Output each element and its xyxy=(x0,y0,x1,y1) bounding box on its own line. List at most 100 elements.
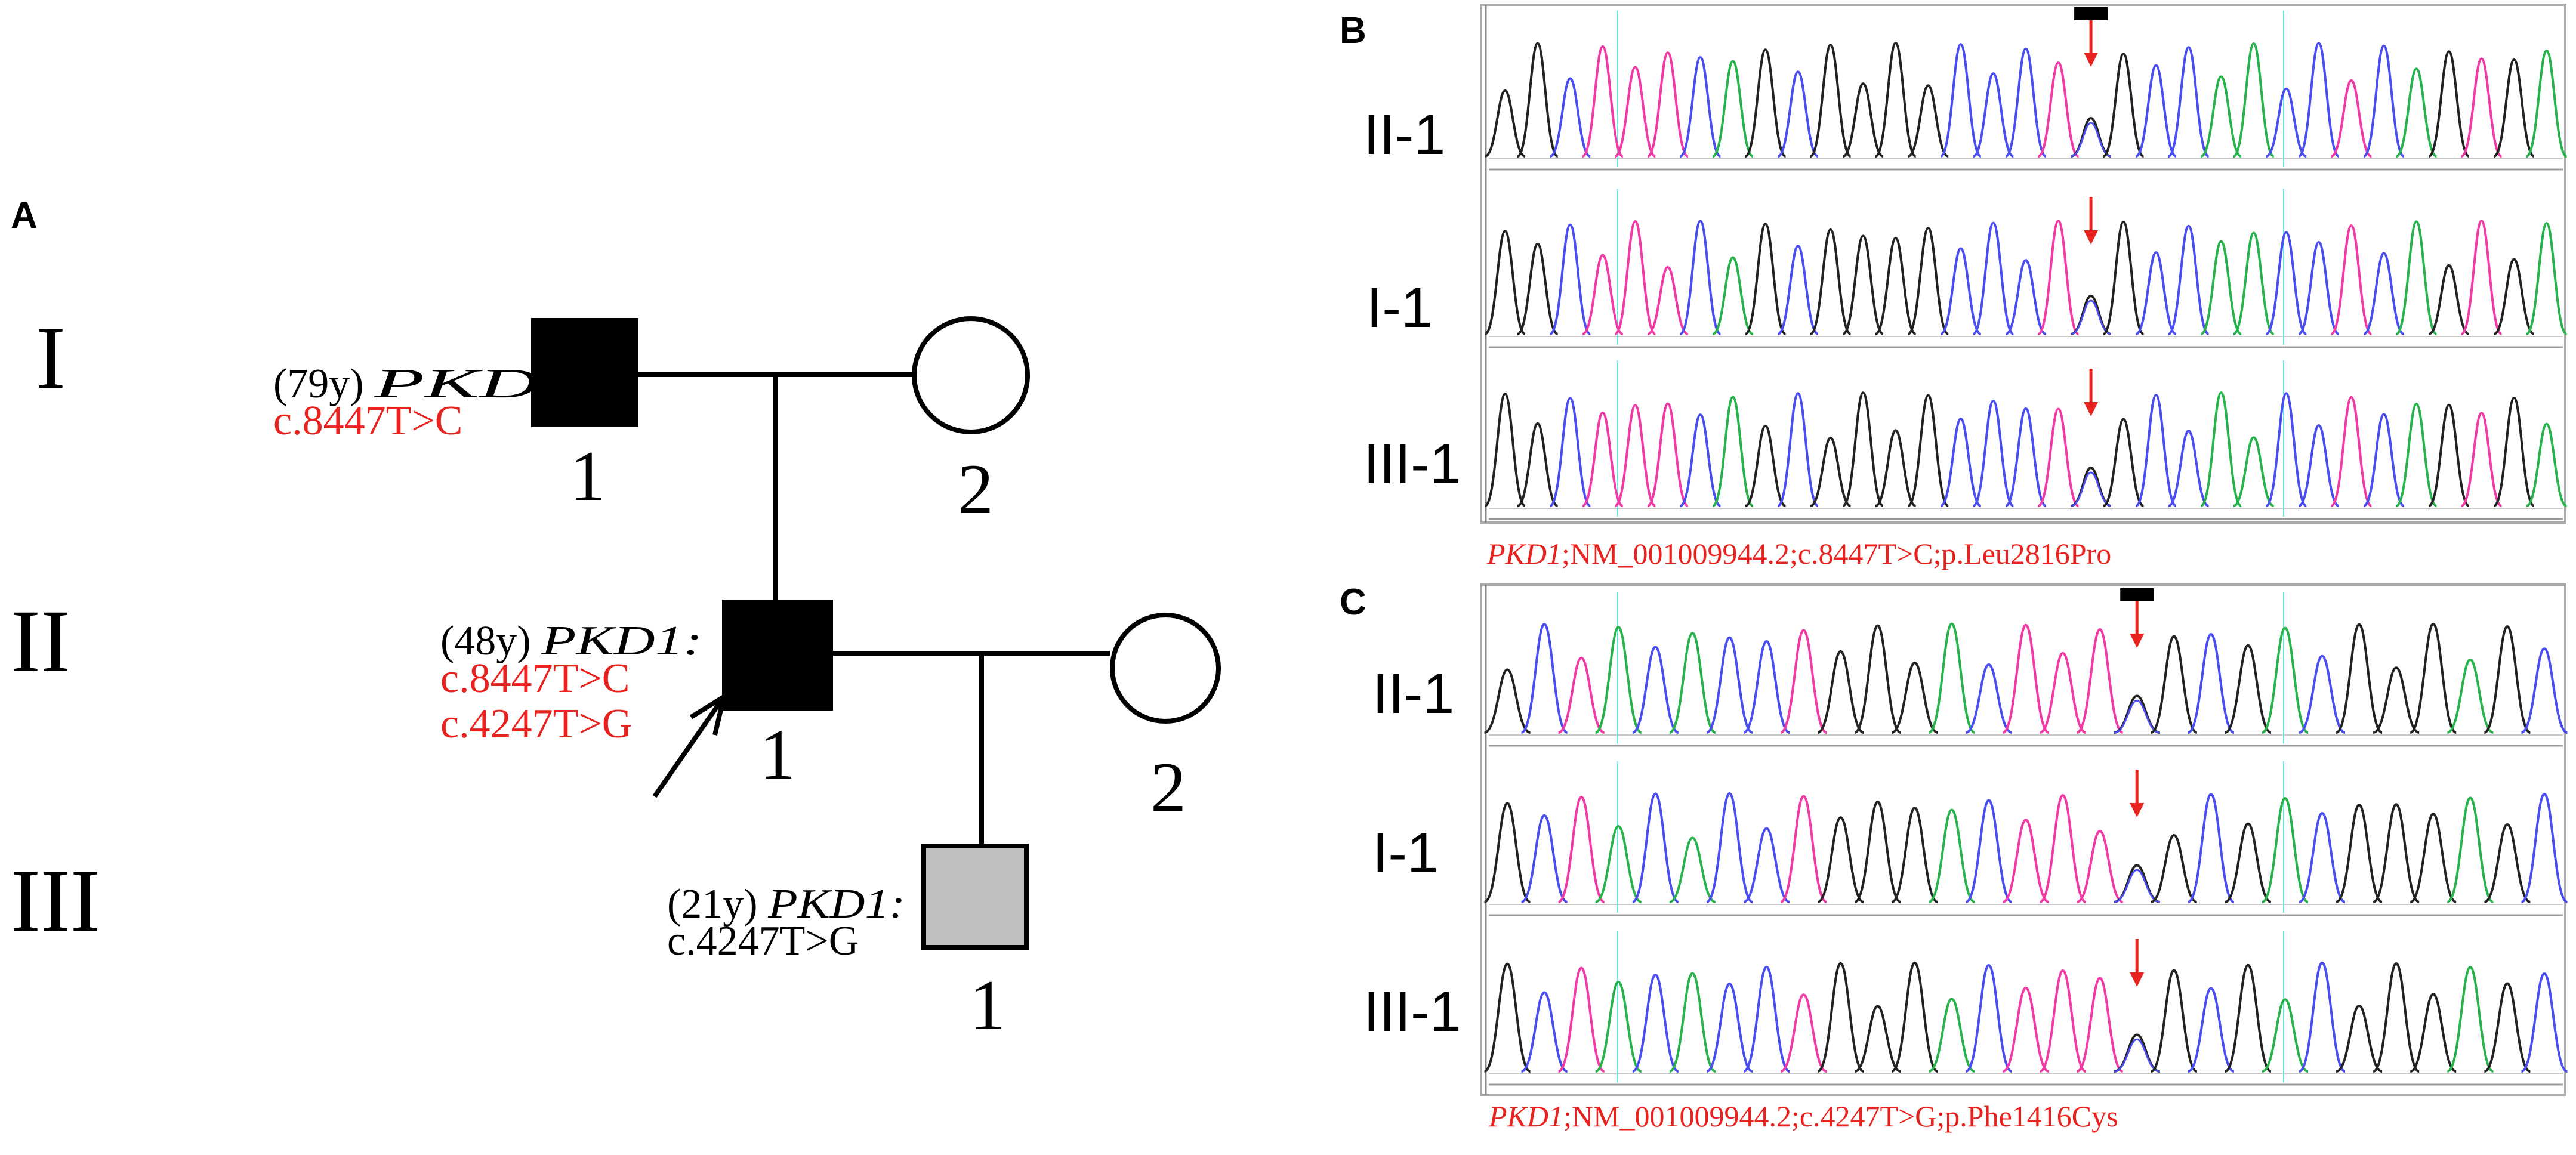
panel-b-caption-gene: PKD1 xyxy=(1486,537,1562,570)
panel-c-trace-peak-secondary xyxy=(2114,699,2161,734)
panel-c-trace-peak xyxy=(2150,635,2198,734)
individual-ii1-affected-male-proband xyxy=(722,600,833,711)
panel-c-trace-peak xyxy=(1520,991,1568,1073)
panel-c-trace-peak xyxy=(2224,963,2272,1073)
panel-b-trace-peak xyxy=(2168,430,2210,507)
panel-b-trace-peak xyxy=(2102,418,2145,507)
panel-c-trace-peak xyxy=(2410,622,2457,734)
panel-c-trace-peak-secondary xyxy=(2114,869,2161,903)
panel-b-trace-peak xyxy=(2070,294,2112,335)
panel-c-trace-peak xyxy=(2373,803,2420,903)
panel-c-trace-peak xyxy=(1557,966,1605,1073)
panel-b-trace-peak xyxy=(1972,72,2014,158)
panel-b-trace-peak xyxy=(2005,407,2047,507)
panel-b-trace-peak xyxy=(1712,396,1754,507)
panel-c-trace-peak xyxy=(1817,816,1864,903)
panel-b-trace-peak xyxy=(2200,391,2242,507)
panel-b-trace-peak xyxy=(2460,220,2503,335)
panel-b-caption-detail: ;NM_001009944.2;c.8447T>C;p.Leu2816Pro xyxy=(1562,537,2111,570)
panel-c-trace-peak xyxy=(1483,668,1531,734)
panel-b-trace-peak xyxy=(1972,221,2014,335)
panel-b-trace-peak xyxy=(1679,413,1722,507)
panel-b-trace-peak xyxy=(1744,223,1787,335)
panel-c-trace-peak xyxy=(1743,827,1790,903)
sequencing-panel-c: C II-1 I-1 III-1 PKD1;NM_001009944.2;c.4… xyxy=(1340,582,2568,1133)
panel-c-trace-peak xyxy=(2521,647,2568,734)
panel-b-trace-peak xyxy=(2525,222,2568,335)
panel-c-trace-peak xyxy=(2521,972,2568,1073)
panel-b-trace-peak xyxy=(2330,396,2373,507)
panel-c-trace-peak xyxy=(2039,969,2087,1073)
panel-b-trace-peak-secondary xyxy=(2070,299,2112,335)
panel-b-trace-peak xyxy=(2070,466,2112,507)
panel-b-trace-peak xyxy=(2460,412,2503,507)
panel-c-trace-peak xyxy=(2373,666,2420,734)
panel-b-trace-peak xyxy=(1842,82,1884,158)
panel-b-trace-peak xyxy=(1744,48,1787,158)
panel-c-trace-peak xyxy=(1483,802,1531,903)
panel-c-traces xyxy=(1483,588,2568,1086)
panel-c-trace-peak xyxy=(2262,626,2309,734)
panel-b-trace-peak xyxy=(1874,42,1917,158)
individual-i1-gene: PKD1: xyxy=(373,361,607,407)
individual-iii1-genotype: (21y) PKD1: xyxy=(667,881,905,927)
panel-b-trace-peak xyxy=(1484,230,1526,335)
panel-b-frame xyxy=(1480,4,2566,524)
panel-c-row-label-i1: I-1 xyxy=(1372,822,1439,885)
panel-c-trace-peak xyxy=(2076,977,2124,1073)
panel-b-trace-peak xyxy=(2428,403,2470,507)
panel-b-trace-peak xyxy=(1777,70,1819,158)
individual-iii1-variant-1: c.4247T>G xyxy=(667,918,859,964)
panel-b-trace-peak xyxy=(1517,422,1559,507)
panel-b-trace-peak xyxy=(1940,247,1982,335)
panel-b-trace-peak xyxy=(2493,258,2535,335)
panel-c-trace-peak xyxy=(2299,811,2346,903)
panel-c-trace-peak xyxy=(1557,796,1605,903)
individual-ii1-genotype: (48y) PKD1: xyxy=(440,618,702,664)
panel-b-trace-peak xyxy=(2135,394,2177,507)
individual-ii1-gene: PKD1: xyxy=(541,618,702,664)
panel-b-trace-peak xyxy=(1744,424,1787,507)
panel-b-trace-peak xyxy=(1549,77,1591,158)
panel-c-trace-peak xyxy=(2039,794,2087,903)
proband-arrow-icon xyxy=(652,694,726,798)
panel-c-trace-peak xyxy=(2484,625,2531,734)
individual-ii1-number: 1 xyxy=(760,715,795,794)
panel-c-trace-peak xyxy=(2002,986,2050,1073)
panel-b-trace-peak xyxy=(1582,254,1624,335)
panel-c-trace-peak xyxy=(2187,793,2235,903)
panel-b-variant-arrow-head-icon xyxy=(2084,52,2099,67)
panel-c-trace-peak xyxy=(2299,654,2346,734)
panel-b-trace-peak xyxy=(2395,67,2438,158)
generation-label-i: I xyxy=(36,308,66,407)
panel-b-trace-peak xyxy=(1582,45,1624,158)
panel-b-trace-peak xyxy=(1516,42,1559,158)
panel-c-trace-peak xyxy=(1632,646,1679,734)
panel-b-trace-peak xyxy=(2232,42,2275,158)
individual-iii1-gene: PKD1: xyxy=(767,881,905,927)
panel-c-trace-peak xyxy=(2447,966,2494,1073)
panel-b-variant-arrow-head-icon xyxy=(2084,402,2099,416)
panel-b-label: B xyxy=(1340,10,1366,51)
panel-c-row-label-ii1: II-1 xyxy=(1372,662,1454,725)
panel-b-trace-peak xyxy=(1777,245,1819,335)
panel-c-trace-peak xyxy=(2262,796,2309,903)
panel-b-trace-peak xyxy=(1777,392,1819,507)
panel-c-trace-peak xyxy=(1891,807,1939,903)
panel-c-trace-peak xyxy=(1743,965,1790,1073)
panel-c-trace-peak xyxy=(1520,623,1568,734)
panel-b-trace-peak xyxy=(1484,89,1526,158)
panel-b-trace-peak xyxy=(2200,75,2242,158)
panel-b-trace-peak xyxy=(2298,241,2340,335)
panel-c-frame xyxy=(1480,583,2566,1096)
panel-b-trace-peak xyxy=(2070,116,2112,158)
panel-c-trace-peak xyxy=(2150,969,2198,1073)
panel-c-trace-peak xyxy=(2373,962,2420,1073)
panel-b-trace-peak xyxy=(1940,43,1982,158)
panel-b-trace-peak xyxy=(2037,61,2080,158)
individual-i2-unaffected-female xyxy=(912,316,1030,434)
panel-c-trace-peak xyxy=(1743,640,1790,734)
individual-i1-affected-male xyxy=(531,318,638,427)
individual-i1-variant-1: c.8447T>C xyxy=(273,398,463,444)
generation-label-iii: III xyxy=(11,851,100,950)
